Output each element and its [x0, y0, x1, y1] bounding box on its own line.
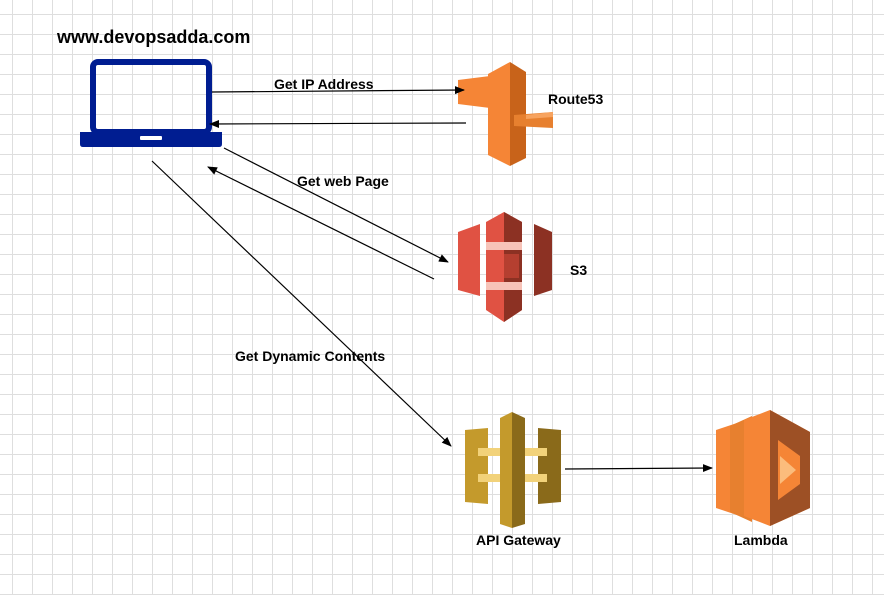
laptop-icon	[80, 59, 222, 147]
node-label-s3: S3	[570, 262, 588, 278]
edge-label-get-dynamic: Get Dynamic Contents	[235, 348, 386, 364]
node-label-api-gateway: API Gateway	[476, 532, 561, 548]
edge-get-dynamic	[151, 160, 452, 447]
lambda-icon	[716, 410, 810, 526]
edge-get-ip	[211, 86, 465, 95]
edge-get-web	[223, 147, 449, 263]
site-title: www.devopsadda.com	[57, 27, 251, 47]
edge-ip-response	[209, 119, 467, 128]
edge-label-get-ip: Get IP Address	[274, 76, 374, 92]
node-label-lambda: Lambda	[734, 532, 788, 548]
edge-label-get-web: Get web Page	[297, 173, 389, 189]
node-label-route53: Route53	[548, 91, 604, 107]
edge-web-response	[207, 166, 435, 280]
edge-api-to-lambda	[564, 464, 713, 473]
api-gateway-icon	[465, 412, 561, 528]
route53-icon	[458, 62, 553, 166]
s3-bucket-icon	[458, 212, 552, 322]
